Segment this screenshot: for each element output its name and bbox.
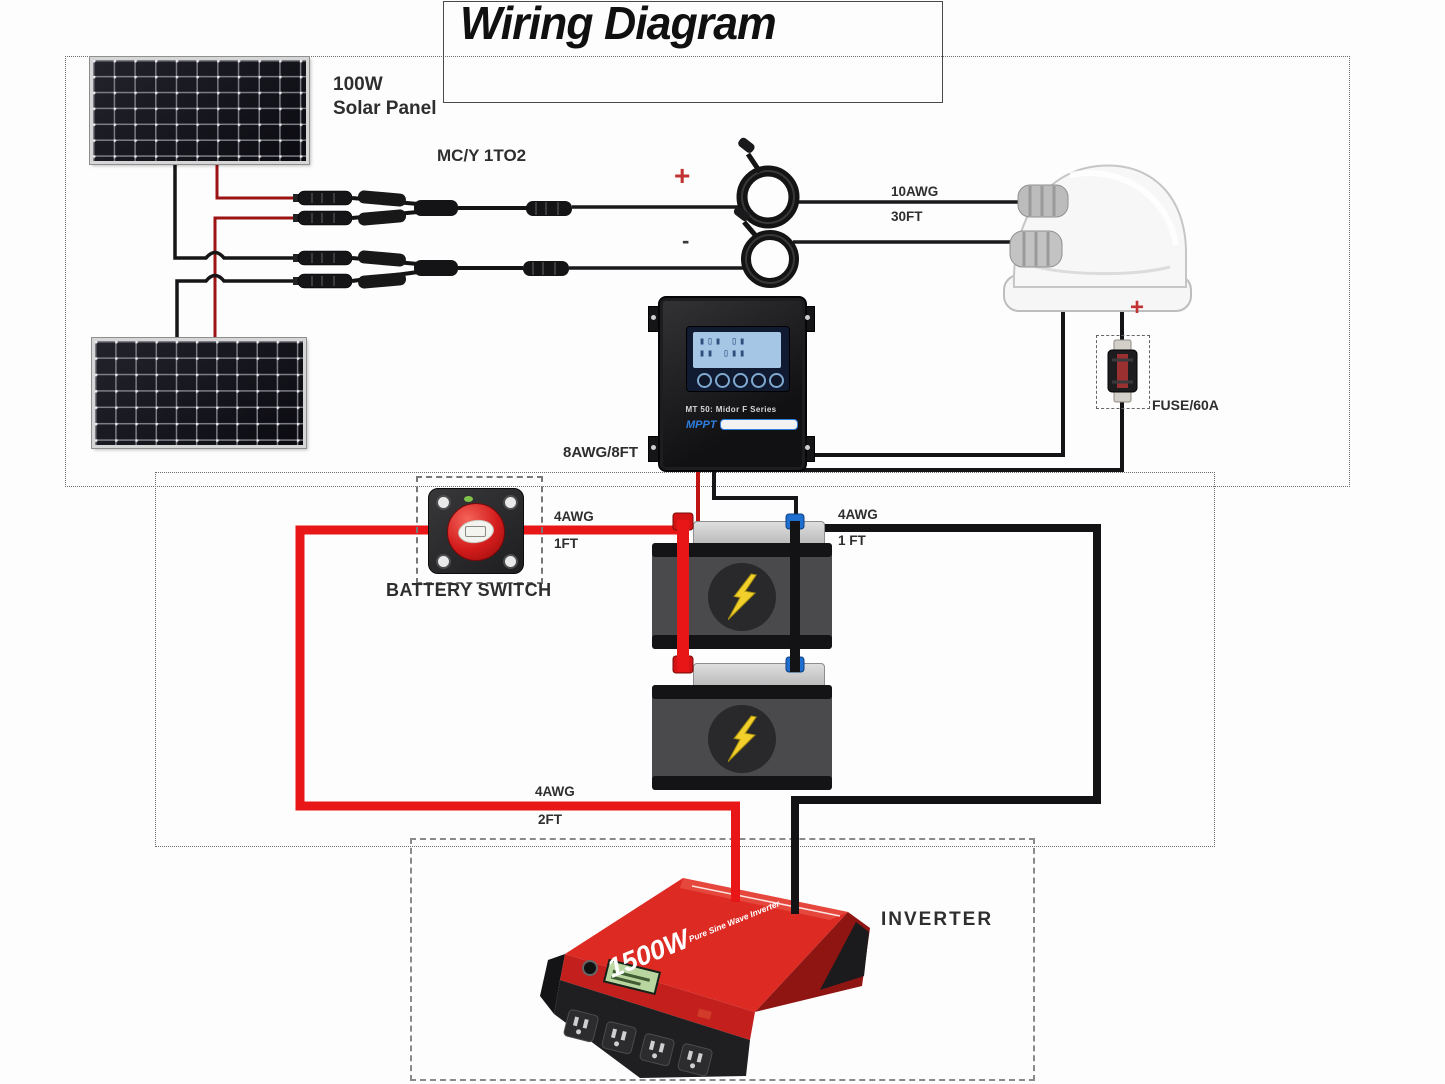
inverter: 1500W Pure Sine Wave Inverter [540,878,870,1078]
switch-indicator [464,496,473,502]
page-title: Wiring Diagram [460,0,777,49]
fuse-label: FUSE/60A [1152,397,1219,413]
battery-terminals [672,512,805,674]
inv-length-label: 2FT [538,812,563,827]
neg-length-label: 1 FT [838,533,866,548]
controller-screw-hole [651,445,656,450]
title-box [443,1,943,103]
controller-button [697,373,712,388]
battery-icon [465,526,486,537]
controller-screw-hole [805,315,810,320]
controller-lcd: ▮▯▮ ▯▮▮▮ ▯▮▮ [693,332,781,368]
controller-battery-wires [696,464,798,526]
inverter-label: INVERTER [881,909,994,930]
neg-gauge-label: 4AWG [838,507,878,522]
controller-screw-hole [805,445,810,450]
switch-length-label: 1FT [554,536,579,551]
battery-switch-label: BATTERY SWITCH [386,580,552,600]
controller-button [733,373,748,388]
switch-screw [436,495,451,510]
controller-series-label: MT 50: Midor F Series [685,405,777,414]
cable-entry-gland [1003,164,1192,312]
battery-2-bolt-icon [728,715,758,763]
mppt-logo: MPPT [686,418,717,431]
panel-name-label: Solar Panel [333,98,437,119]
fuse [1107,339,1138,403]
mc4-single [293,190,353,289]
solar-panel-1-cells [93,60,306,161]
inverter-outlets [563,1009,713,1077]
pv-positive-sign: + [674,160,691,191]
y-branch-top [351,190,572,226]
fuse-positive-sign: + [1130,294,1145,321]
controller-button [769,373,784,388]
controller-brand-pill [719,419,798,430]
panel-power-label: 100W [333,74,383,95]
pv-gauge-label: 10AWG [891,184,939,199]
solar-panel-2 [91,337,307,449]
inv-gauge-label: 4AWG [535,784,575,799]
pv-negative-sign: - [682,228,690,253]
switch-gauge-label: 4AWG [554,509,594,524]
controller-button [715,373,730,388]
cable-coil-positive [736,137,800,229]
battery-1-bolt-icon [728,573,758,621]
pv-length-label: 30FT [891,209,923,224]
pv-extension-wires [569,200,1033,270]
controller-screw-hole [651,315,656,320]
battery-band [652,635,832,649]
switch-screw [436,554,451,569]
controller-button [751,373,766,388]
y-branch-bottom [351,250,569,289]
battery-band [652,543,832,557]
battery-band [652,776,832,790]
switch-screw [503,495,518,510]
battery-section-box [155,472,1215,847]
battery-band [652,685,832,699]
switch-screw [503,554,518,569]
solar-panel-2-cells [95,341,303,445]
battery-switch-box [416,476,543,584]
inverter-wire-tails [731,796,799,914]
panel-wires [173,158,300,338]
negative-bus-wire [795,524,1101,804]
controller-brand-row: MPPT [686,418,798,431]
controller-battery-cable-label: 8AWG/8FT [563,444,639,461]
inverter-section-box [410,838,1035,1081]
branch-connector-label: MC/Y 1TO2 [437,146,527,165]
cable-coil-negative [733,206,799,288]
solar-section-box [65,56,1350,487]
mc4-connectors [293,190,572,289]
solar-panel-1 [89,56,310,165]
inverter-controls [582,958,712,1020]
gland-port [1009,184,1069,268]
fuse-box [1096,335,1150,409]
